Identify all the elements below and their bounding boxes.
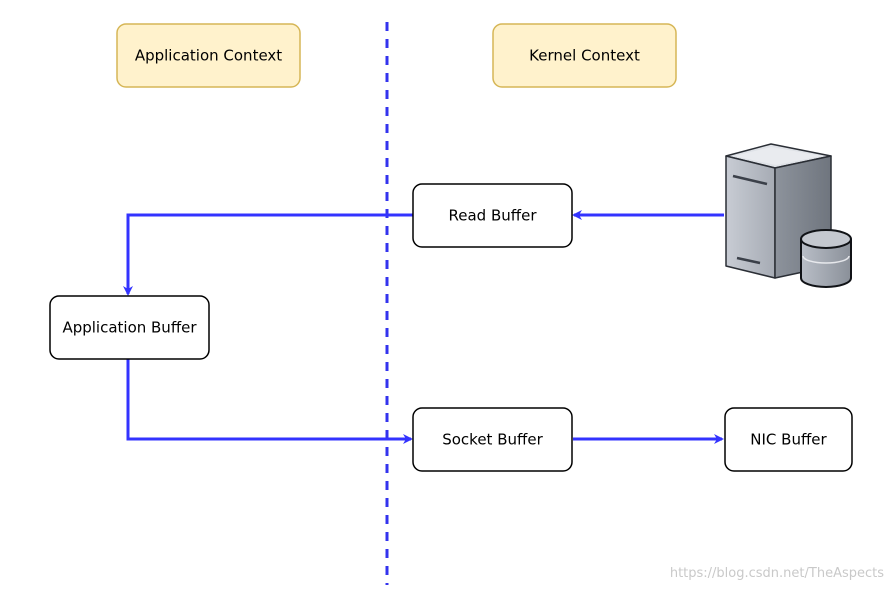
arrow-application-buffer-to-socket-buffer	[126, 359, 413, 444]
socket-buffer-node: Socket Buffer	[412, 407, 573, 472]
read-buffer-node: Read Buffer	[412, 183, 573, 248]
socket-buffer-label: Socket Buffer	[442, 431, 543, 449]
read-buffer-label: Read Buffer	[449, 207, 538, 225]
watermark-text: https://blog.csdn.net/TheAspects	[670, 566, 884, 581]
application-buffer-node: Application Buffer	[49, 295, 210, 360]
arrow-read-buffer-to-application-buffer	[123, 213, 413, 296]
application-context-label: Application Context	[135, 47, 282, 65]
nic-buffer-label: NIC Buffer	[750, 431, 827, 449]
application-context-header: Application Context	[116, 23, 301, 88]
kernel-context-header: Kernel Context	[492, 23, 677, 88]
application-buffer-label: Application Buffer	[62, 319, 197, 337]
nic-buffer-node: NIC Buffer	[724, 407, 853, 472]
disk-icon	[800, 229, 852, 288]
kernel-context-label: Kernel Context	[529, 47, 640, 65]
